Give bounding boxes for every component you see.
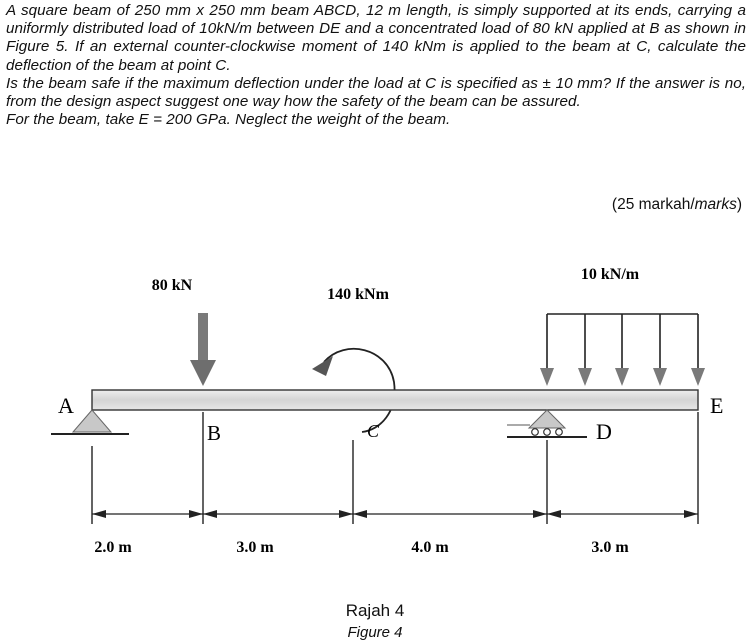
point-label-c: C xyxy=(367,421,380,441)
problem-paragraph-3: For the beam, take E = 200 GPa. Neglect … xyxy=(6,111,451,129)
udl-arrowheads xyxy=(540,368,705,386)
dimension-label-cd: 4.0 m xyxy=(411,539,449,556)
dimension-label-de: 3.0 m xyxy=(591,539,629,556)
marks-english: marks xyxy=(694,196,737,213)
dimension-label-ab: 2.0 m xyxy=(94,539,132,556)
figure-caption: Rajah 4 Figure 4 xyxy=(0,600,750,641)
marks-close: ) xyxy=(736,196,742,213)
marks-malay: (25 markah/ xyxy=(611,196,695,213)
udl-label: 10 kN/m xyxy=(581,266,640,283)
point-label-a: A xyxy=(58,393,74,418)
moment-label: 140 kNm xyxy=(327,286,389,303)
udl-arrows xyxy=(546,313,699,372)
caption-english: Figure 4 xyxy=(347,624,403,641)
dimension-ticks xyxy=(91,412,699,524)
problem-statement: A square beam of 250 mm x 250 mm beam AB… xyxy=(6,2,746,129)
support-d xyxy=(507,409,587,438)
beam xyxy=(91,389,699,411)
point-label-b: B xyxy=(207,421,221,445)
point-load-label: 80 kN xyxy=(152,277,193,294)
point-label-d: D xyxy=(596,419,612,444)
dimension-line xyxy=(92,510,698,518)
support-a xyxy=(51,409,129,435)
marks-label: (25 markah/marks) xyxy=(612,196,742,214)
caption-malay: Rajah 4 xyxy=(345,601,405,620)
problem-paragraph-1: A square beam of 250 mm x 250 mm beam AB… xyxy=(6,2,746,74)
dimension-label-bc: 3.0 m xyxy=(236,539,274,556)
point-load-arrow xyxy=(190,313,216,386)
point-label-e: E xyxy=(710,393,723,418)
problem-paragraph-2: Is the beam safe if the maximum deflecti… xyxy=(6,74,746,111)
moment-arrow xyxy=(312,347,396,433)
